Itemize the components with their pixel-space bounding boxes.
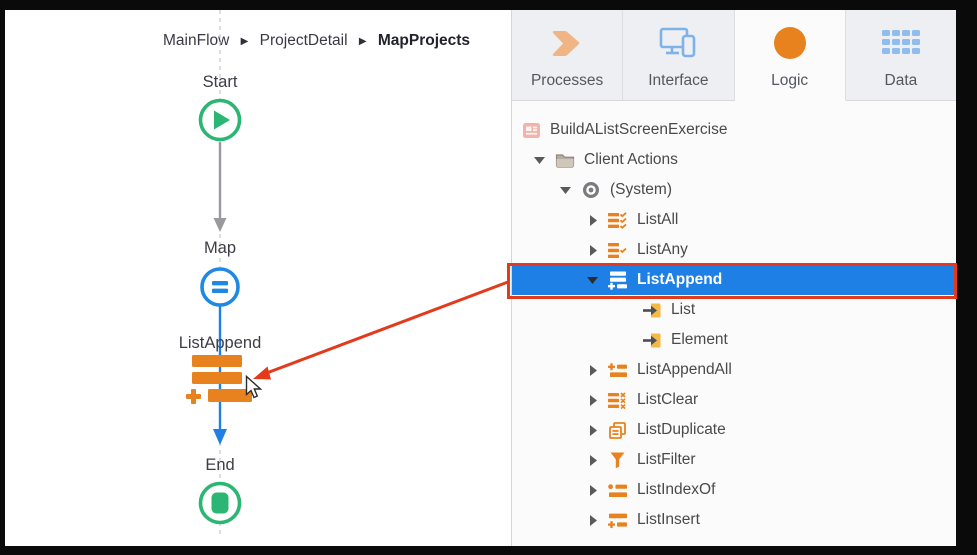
flow-node-label-map: Map (203, 239, 237, 257)
tree-row-listfilter[interactable]: ListFilter (512, 445, 956, 475)
side-panel: Processes Interface (511, 10, 956, 546)
tree-row-listall[interactable]: ListAll (512, 205, 956, 235)
breadcrumb: MainFlow ▶ ProjectDetail ▶ MapProjects (163, 32, 470, 50)
list-all-icon (607, 211, 629, 229)
stop-circle-icon[interactable] (196, 479, 244, 527)
system-icon (580, 181, 602, 199)
tree-row-list[interactable]: List (512, 295, 956, 325)
module-icon (520, 121, 542, 139)
data-grid-icon (881, 23, 920, 63)
tab-label: Interface (648, 72, 709, 89)
tab-processes[interactable]: Processes (512, 10, 624, 100)
tree-item-label: List (671, 301, 696, 318)
list-append-all-icon (607, 361, 629, 379)
tree-row-listduplicate[interactable]: ListDuplicate (512, 415, 956, 445)
tree-row-listindexof[interactable]: ListIndexOf (512, 475, 956, 505)
tree-item-label: Element (671, 331, 728, 348)
tab-label: Logic (771, 72, 809, 89)
process-chevron-icon (550, 23, 584, 63)
flow-node-label-listappend: ListAppend (178, 334, 262, 352)
chevron-right-icon[interactable] (586, 454, 599, 467)
list-any-icon (607, 241, 629, 259)
logic-tree: BuildAListScreenExercise Client Actions (512, 101, 956, 535)
list-append-icon (607, 271, 629, 290)
tree-row-listclear[interactable]: ListClear (512, 385, 956, 415)
monitor-phone-icon (659, 23, 697, 63)
tree-item-label: ListAny (637, 241, 688, 258)
tree-item-label: ListAppendAll (637, 361, 732, 378)
list-insert-icon (607, 511, 629, 529)
breadcrumb-mapprojects: MapProjects (377, 32, 471, 49)
assign-equals-icon[interactable] (198, 265, 242, 309)
breadcrumb-projectdetail[interactable]: ProjectDetail (259, 32, 348, 49)
list-duplicate-icon (607, 421, 629, 439)
tree-row-element[interactable]: Element (512, 325, 956, 355)
chevron-right-icon[interactable] (586, 244, 599, 257)
chevron-down-icon[interactable] (559, 184, 572, 197)
play-circle-icon[interactable] (196, 96, 244, 144)
chevron-down-icon[interactable] (586, 274, 599, 287)
logic-circle-icon (773, 23, 807, 63)
panel-tabbar: Processes Interface (512, 10, 956, 101)
tab-logic[interactable]: Logic (734, 10, 846, 101)
tab-label: Processes (530, 72, 604, 89)
breadcrumb-separator-icon: ▶ (358, 36, 367, 47)
tree-item-label: ListInsert (637, 511, 700, 528)
breadcrumb-mainflow[interactable]: MainFlow (163, 32, 230, 49)
folder-icon (554, 151, 576, 169)
tree-item-label: ListAll (637, 211, 679, 228)
tree-row-listany[interactable]: ListAny (512, 235, 956, 265)
chevron-down-icon[interactable] (533, 154, 546, 167)
chevron-right-icon[interactable] (586, 424, 599, 437)
list-index-of-icon (607, 481, 629, 499)
tree-item-label: ListIndexOf (637, 481, 716, 498)
tree-item-label: Client Actions (584, 151, 678, 168)
tab-interface[interactable]: Interface (623, 10, 735, 100)
tree-item-label: ListFilter (637, 451, 696, 468)
flow-node-label-start: Start (202, 73, 238, 91)
chevron-right-icon[interactable] (586, 214, 599, 227)
tree-item-label: ListDuplicate (637, 421, 726, 438)
list-append-icon[interactable] (185, 354, 253, 406)
app-window: MainFlow ▶ ProjectDetail ▶ MapProjects S… (5, 10, 956, 546)
tree-item-label: ListClear (637, 391, 699, 408)
input-parameter-icon (641, 331, 663, 349)
tree-item-label: (System) (610, 181, 672, 198)
tree-item-label: ListAppend (637, 271, 723, 288)
tree-item-label: BuildAListScreenExercise (550, 121, 728, 138)
tree-row-listappend[interactable]: ListAppend (512, 265, 956, 295)
chevron-right-icon[interactable] (586, 394, 599, 407)
tree-row-listappendall[interactable]: ListAppendAll (512, 355, 956, 385)
tab-label: Data (884, 72, 918, 89)
chevron-right-icon[interactable] (586, 484, 599, 497)
chevron-right-icon[interactable] (586, 364, 599, 377)
tree-row-system[interactable]: (System) (512, 175, 956, 205)
tab-data[interactable]: Data (846, 10, 956, 100)
input-parameter-icon (641, 301, 663, 319)
list-clear-icon (607, 391, 629, 409)
list-filter-icon (607, 451, 629, 469)
flow-node-label-end: End (205, 456, 235, 474)
tree-row-module[interactable]: BuildAListScreenExercise (512, 115, 956, 145)
breadcrumb-separator-icon: ▶ (240, 36, 249, 47)
tree-row-client-actions[interactable]: Client Actions (512, 145, 956, 175)
tree-row-listinsert[interactable]: ListInsert (512, 505, 956, 535)
flow-canvas[interactable]: MainFlow ▶ ProjectDetail ▶ MapProjects S… (5, 10, 511, 546)
chevron-right-icon[interactable] (586, 514, 599, 527)
